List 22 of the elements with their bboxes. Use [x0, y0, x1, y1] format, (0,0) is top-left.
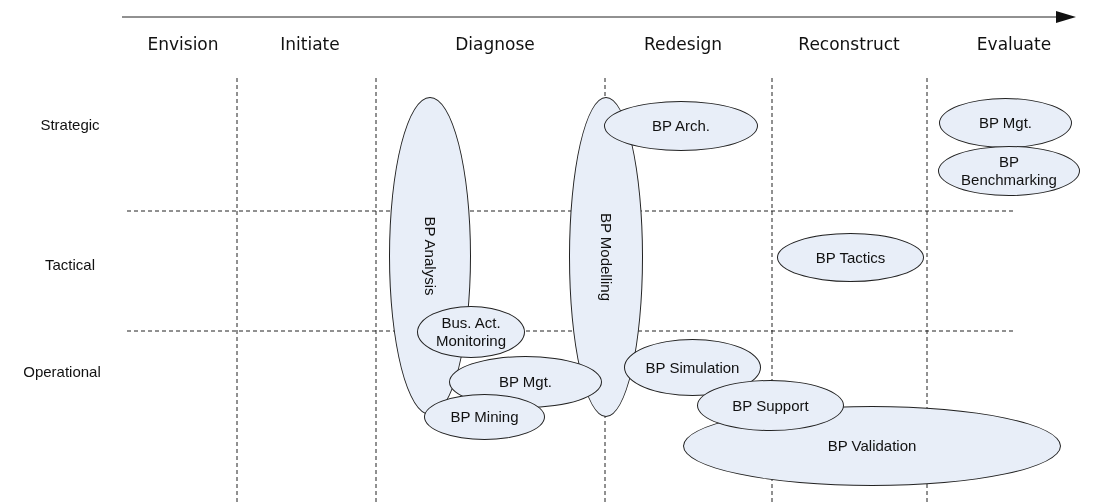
- node-label: BP Support: [732, 396, 809, 415]
- phase-heading: Initiate: [280, 34, 340, 54]
- phase-heading: Diagnose: [455, 34, 535, 54]
- node-label: BP Modelling: [597, 212, 615, 302]
- node-label: BP Simulation: [645, 358, 740, 377]
- row-label: Strategic: [40, 116, 100, 133]
- phase-heading: Reconstruct: [798, 34, 900, 54]
- row-label: Tactical: [45, 256, 95, 273]
- node-label: BP Analysis: [421, 216, 439, 296]
- phase-heading: Redesign: [644, 34, 722, 54]
- phase-heading: Envision: [147, 34, 219, 54]
- node-label: BP Tactics: [815, 248, 886, 267]
- node-label: BP Mgt.: [978, 114, 1033, 132]
- node-label: BP Arch.: [651, 117, 711, 135]
- node-label: Bus. Act. Monitoring: [434, 314, 507, 350]
- node-label: BP Mining: [450, 408, 519, 426]
- node-label: BP Benchmarking: [960, 153, 1058, 189]
- row-label: Operational: [23, 363, 101, 380]
- node-label: BP Validation: [827, 437, 917, 455]
- node-label: BP Mgt.: [498, 373, 553, 391]
- ellipse-shape: [777, 233, 924, 282]
- phase-heading: Evaluate: [976, 34, 1052, 54]
